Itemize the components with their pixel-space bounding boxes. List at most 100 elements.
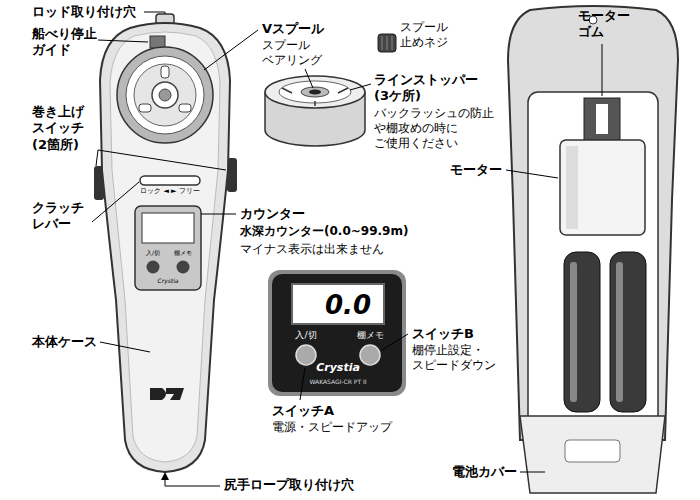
spool-detail (279, 81, 351, 103)
leader-arrowhead (161, 472, 169, 480)
leader-line (96, 150, 98, 166)
v-spool-front (126, 56, 204, 134)
maker-logo (150, 388, 184, 400)
note-text: 棚停止設定・ スピードダウン (412, 343, 496, 373)
leader-line (100, 342, 150, 352)
reel-body-front (110, 32, 220, 462)
leader-line (506, 170, 558, 178)
device-print: 入/切 (146, 249, 160, 257)
part-label: クラッチ レバー (32, 200, 84, 233)
leader-line (92, 182, 139, 222)
v-spool-front (179, 104, 191, 112)
v-spool-front (134, 64, 196, 126)
motor (566, 146, 578, 229)
leader-arrowhead (161, 472, 169, 480)
leader-line (382, 334, 408, 350)
part-label: スイッチA (272, 403, 334, 419)
leader-line (98, 150, 226, 170)
device-print: Crystia (157, 277, 178, 285)
part-label: モーター (450, 162, 502, 178)
button-print: 入/切 (295, 330, 316, 341)
device-print: ロック ◄ ► フリー (140, 187, 199, 196)
spool-detail (301, 87, 329, 97)
spool-screw (378, 34, 396, 52)
v-spool-front (117, 47, 213, 143)
part-label: スプール 止めネジ (400, 20, 448, 50)
spool-detail (309, 90, 321, 95)
motor-rubber (584, 98, 620, 140)
battery (570, 262, 577, 402)
reel-body-front (100, 23, 230, 472)
part-label: 船べり停止 ガイド (32, 26, 97, 59)
leader-line (201, 214, 236, 215)
part-label: モーター ゴム (578, 8, 630, 41)
leader-line (165, 478, 220, 486)
brand-print: Crystia (316, 361, 360, 375)
leader-line (204, 30, 258, 70)
counter-zoom (268, 270, 406, 396)
spool-detail (265, 76, 365, 146)
button-print: 棚メモ (357, 330, 384, 341)
note-text: バックラッシュの防止 や棚攻めの時に ご使用ください (374, 106, 494, 151)
note-text: 電源・スピードアップ (272, 420, 392, 435)
part-label: スプール ベアリング (262, 38, 322, 68)
funabeli-guide (150, 36, 165, 48)
spool-detail (314, 101, 316, 106)
reel-body-back (508, 6, 678, 440)
part-label: 水深カウンター(0.0~99.9m) (240, 224, 408, 239)
counter-zoom (292, 284, 384, 324)
part-label: スイッチB (412, 326, 474, 342)
part-label: Vスプール (262, 21, 324, 37)
part-label: 巻き上げ スイッチ (2箇所) (32, 104, 84, 153)
motor (560, 140, 645, 235)
device-print: 棚メモ (174, 249, 192, 257)
leader-line (602, 44, 603, 96)
battery-cover (565, 440, 620, 462)
maker-logo (150, 388, 166, 400)
counter-front (177, 261, 190, 274)
v-spool-front (117, 47, 213, 143)
counter-front (135, 206, 201, 290)
counter-front (135, 206, 201, 290)
maker-logo (166, 388, 184, 400)
leader-line (92, 12, 602, 486)
v-spool-front (161, 66, 169, 78)
battery-cover (520, 416, 665, 493)
leader-line (144, 12, 165, 14)
reel-body-front (94, 14, 237, 472)
display-digits: 0.0 (325, 289, 371, 322)
motor-rubber (596, 104, 608, 134)
leader-line (520, 472, 545, 473)
counter-zoom (296, 345, 316, 365)
note-text: マイナス表示は出来ません (240, 242, 384, 257)
counter-zoom (360, 345, 380, 365)
part-label: カウンター (240, 206, 305, 222)
leader-line (300, 368, 305, 400)
clutch-lever (140, 176, 200, 185)
part-label: 本体ケース (32, 334, 97, 350)
battery (616, 262, 623, 402)
battery (564, 252, 600, 412)
leader-line (350, 84, 371, 90)
clutch-lever (140, 176, 200, 185)
motor (560, 140, 645, 235)
spool-screw (392, 36, 393, 50)
battery (610, 252, 646, 412)
spool-screw (378, 34, 396, 52)
reel-body-back (508, 6, 678, 440)
leader-line (305, 69, 313, 88)
part-label: ロッド取り付け穴 (32, 4, 136, 20)
spool-detail (265, 76, 365, 108)
counter-zoom (268, 270, 406, 396)
counter-front (142, 213, 194, 243)
battery-cover (520, 416, 665, 493)
model-print: WAKASAGI-CR PT II (309, 378, 366, 386)
spool-screw (387, 36, 388, 50)
v-spool-front (139, 104, 151, 112)
v-spool-front (159, 89, 171, 101)
spool-screw (382, 36, 383, 50)
v-spool-front (152, 82, 178, 108)
motor-rubber (584, 98, 620, 140)
funabeli-guide (150, 36, 165, 48)
